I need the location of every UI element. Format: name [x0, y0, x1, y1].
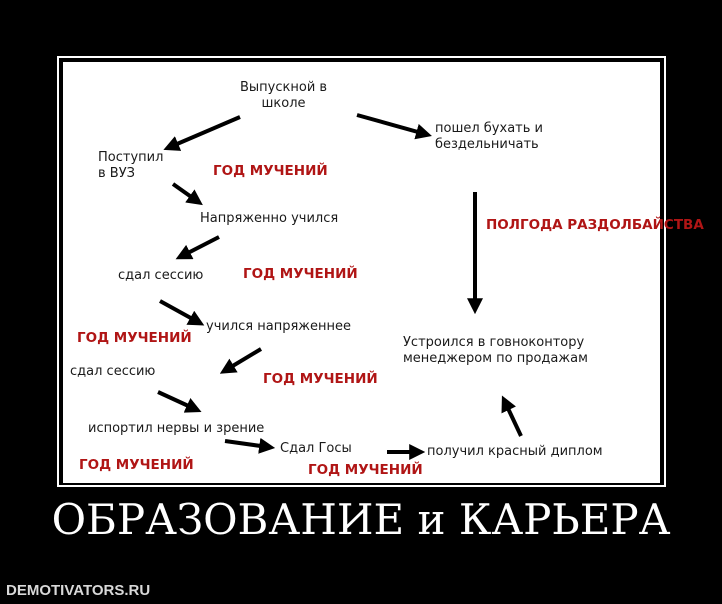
node-graduation: Выпускной в школе [240, 80, 328, 111]
node-studied-harder: учился напряженнее [206, 319, 351, 334]
label-half-year-slacking: ПОЛГОДА РАЗДОЛБАЙСТВА [486, 217, 704, 233]
node-red-diploma: получил красный диплом [427, 444, 603, 459]
node-state-exams: Сдал Госы [280, 441, 352, 456]
node-job: Устроился в говноконтору менеджером по п… [403, 335, 588, 366]
label-year-of-torment-5: ГОД МУЧЕНИЙ [79, 457, 194, 473]
label-year-of-torment-6: ГОД МУЧЕНИЙ [308, 462, 423, 478]
node-exam-2: сдал сессию [70, 364, 156, 379]
node-ruined-health: испортил нервы и зрение [88, 421, 265, 436]
label-year-of-torment-2: ГОД МУЧЕНИЙ [243, 266, 358, 282]
label-year-of-torment-4: ГОД МУЧЕНИЙ [263, 371, 378, 387]
node-exam-1: сдал сессию [118, 268, 204, 283]
node-university: Поступил в ВУЗ [98, 150, 164, 181]
node-studied-hard: Напряженно учился [200, 211, 339, 226]
poster-caption: ОБРАЗОВАНИЕ и КАРЬЕРА [51, 495, 671, 544]
node-drink: пошел бухать и бездельничать [435, 121, 543, 152]
watermark: DEMOTIVATORS.RU [6, 582, 151, 599]
label-year-of-torment-1: ГОД МУЧЕНИЙ [213, 163, 328, 179]
label-year-of-torment-3: ГОД МУЧЕНИЙ [77, 330, 192, 346]
